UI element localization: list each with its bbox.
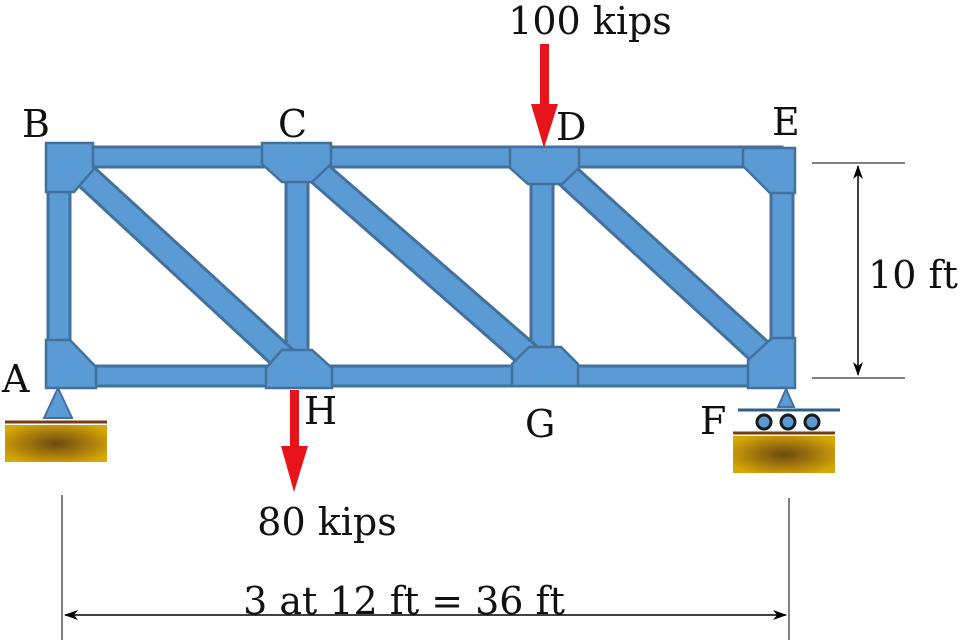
- member-bh: [61, 156, 305, 376]
- top-load-label: 100 kips: [508, 0, 672, 43]
- node-label-g: G: [525, 402, 555, 446]
- pin-support-a: [5, 385, 107, 462]
- joint-h: [264, 348, 334, 390]
- load-arrow-shaft: [290, 390, 299, 450]
- joint-b: [44, 141, 95, 194]
- ground-block-left: [5, 425, 107, 462]
- roller-support-f: [733, 386, 840, 473]
- joint-a: [44, 338, 98, 390]
- ground-block-right: [733, 436, 835, 473]
- joint-f: [746, 336, 797, 390]
- span-label: 3 at 12 ft = 36 ft: [243, 579, 565, 623]
- load-arrow-head: [281, 446, 308, 492]
- joint-e: [741, 146, 797, 195]
- joint-c: [260, 141, 333, 184]
- top-chord: [58, 145, 784, 169]
- pin-triangle: [42, 385, 74, 419]
- node-label-e: E: [772, 100, 800, 144]
- gusset-plates: [44, 141, 797, 390]
- member-ch: [284, 163, 310, 372]
- joint-d: [508, 145, 581, 186]
- member-df: [543, 156, 782, 370]
- load-arrow-shaft: [540, 44, 549, 108]
- roller-wheel-1: [755, 413, 773, 431]
- node-label-a: A: [1, 357, 30, 401]
- load-arrow-h: [281, 390, 308, 492]
- roller-wheel-3: [803, 413, 821, 431]
- bottom-load-label: 80 kips: [257, 500, 396, 544]
- height-dimension: [812, 162, 905, 379]
- roller-triangle: [776, 386, 796, 408]
- member-cg: [297, 156, 551, 374]
- truss-members: [46, 145, 795, 388]
- node-label-d: D: [556, 105, 586, 149]
- span-dimension: [61, 495, 790, 640]
- member-dg: [529, 163, 555, 372]
- height-label: 10 ft: [868, 253, 958, 297]
- load-arrow-d: [531, 44, 558, 148]
- node-label-f: F: [700, 399, 726, 443]
- labels: B C D E A H G F 100 kips 80 kips 10 ft 3…: [1, 0, 958, 623]
- node-label-h: H: [304, 389, 337, 433]
- node-label-b: B: [22, 102, 50, 146]
- bottom-chord: [58, 364, 784, 388]
- roller-wheel-2: [779, 413, 797, 431]
- node-label-c: C: [278, 102, 307, 146]
- joint-g: [510, 345, 580, 388]
- load-arrow-head: [531, 104, 558, 148]
